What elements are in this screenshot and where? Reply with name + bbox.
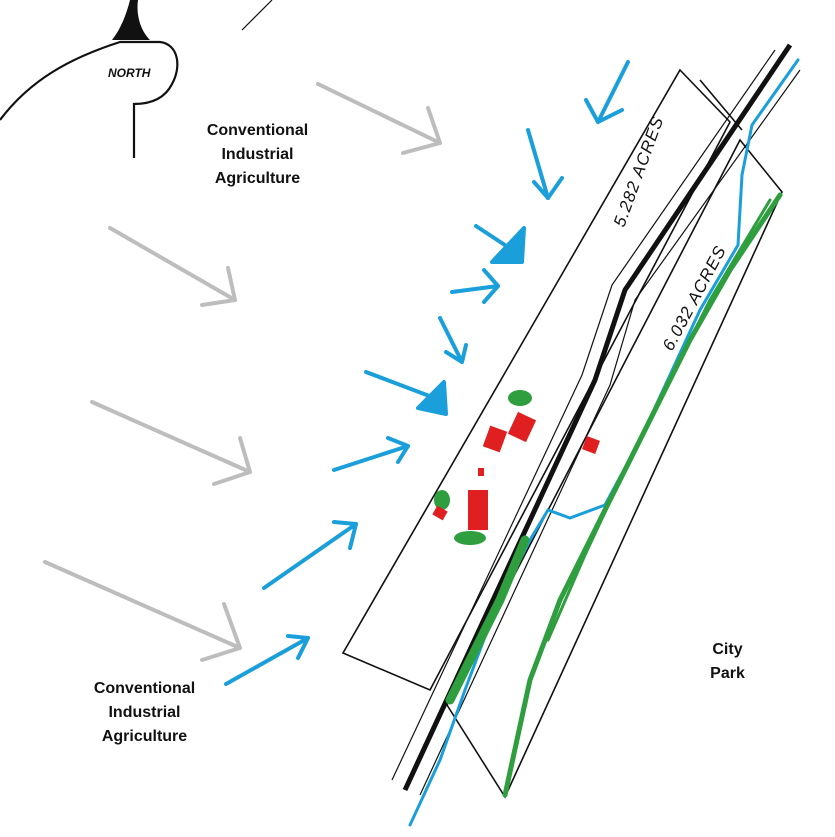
building xyxy=(507,411,537,443)
creek xyxy=(408,58,800,827)
wind-arrow xyxy=(316,82,442,155)
parcel-upper-outline xyxy=(341,68,731,692)
north-label: NORTH xyxy=(108,66,151,80)
building xyxy=(478,468,484,476)
label-agriculture-bottom: Conventional Industrial Agriculture xyxy=(93,680,196,745)
parcel-upper-label: 5.282 ACRES xyxy=(610,114,668,230)
buildings xyxy=(432,411,600,530)
label-city-park: City Park xyxy=(710,641,745,682)
drift-arrow xyxy=(474,224,526,264)
railway xyxy=(391,43,801,796)
drift-arrows xyxy=(224,60,630,686)
building xyxy=(582,436,600,454)
drift-arrow xyxy=(526,128,564,200)
drift-arrow xyxy=(332,436,410,472)
building xyxy=(432,505,448,521)
drift-arrow xyxy=(438,316,468,364)
wind-arrow xyxy=(90,400,252,486)
vegetation xyxy=(434,192,783,798)
drift-arrow xyxy=(364,370,448,416)
wind-arrow xyxy=(43,560,242,662)
drift-arrow xyxy=(224,634,310,686)
drift-arrow xyxy=(450,268,500,304)
drift-arrow xyxy=(262,520,358,590)
label-agriculture-top: Conventional Industrial Agriculture xyxy=(206,122,309,187)
building xyxy=(482,425,508,453)
building xyxy=(468,490,488,530)
north-arrow: NORTH xyxy=(0,0,273,158)
drift-arrow xyxy=(584,60,630,124)
wind-arrows xyxy=(43,82,442,662)
wind-arrow xyxy=(108,226,237,307)
